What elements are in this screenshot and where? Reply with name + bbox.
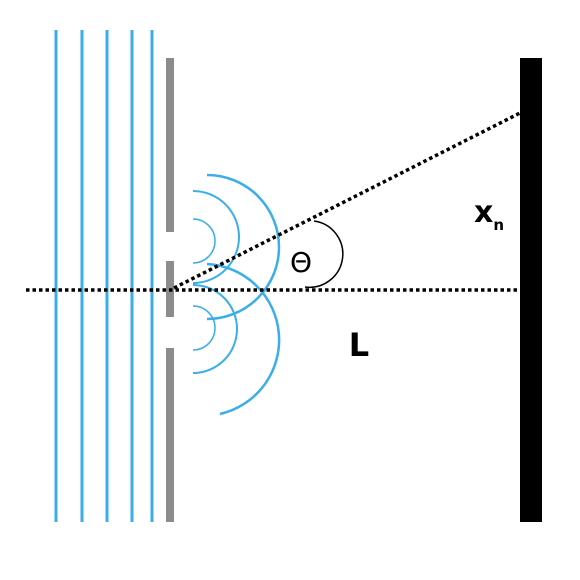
detection-screen <box>520 58 542 522</box>
upper-slit-wavefront-medium <box>192 190 240 284</box>
diffracted-wavefronts <box>192 173 281 416</box>
barrier-top-segment <box>166 58 174 232</box>
plane-wavefronts <box>54 30 154 522</box>
upper-slit-wavefront-large <box>206 173 281 321</box>
angle-arc <box>304 220 344 289</box>
lower-slit-wavefront-small <box>192 305 216 351</box>
position-label-subscript: n <box>493 216 504 234</box>
barrier-bottom-segment <box>166 348 174 522</box>
angle-label: Θ <box>290 246 312 279</box>
lower-slit-wavefront-large <box>206 262 281 416</box>
position-label-main: x <box>474 195 493 230</box>
upper-slit-wavefront-small <box>192 218 216 264</box>
position-label: xn <box>474 195 504 234</box>
lower-slit-wavefront-medium <box>192 284 238 374</box>
reference-lines <box>26 111 522 292</box>
distance-label: L <box>349 326 369 364</box>
angled-ray-line <box>173 111 521 290</box>
